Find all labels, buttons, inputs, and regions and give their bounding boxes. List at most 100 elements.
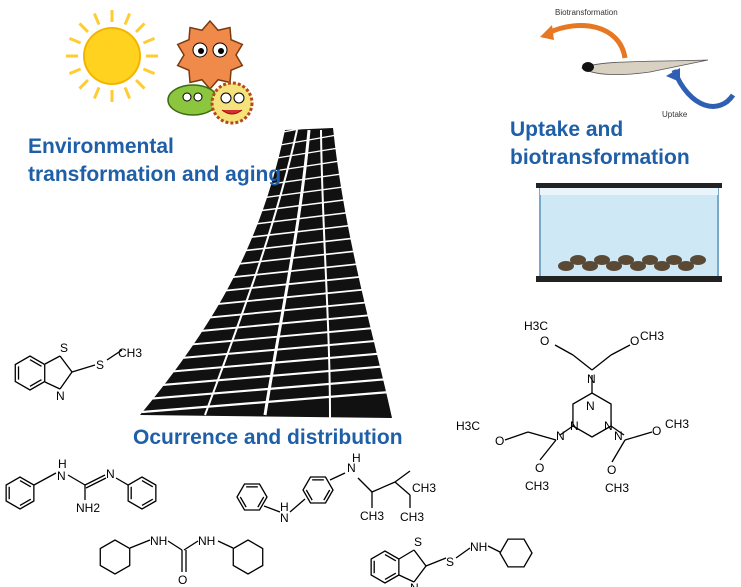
bond bbox=[384, 572, 397, 581]
bond bbox=[357, 477, 373, 493]
sun-ray bbox=[68, 67, 82, 75]
bond bbox=[624, 431, 653, 441]
title-line: Environmental bbox=[28, 135, 174, 158]
sediment-particle bbox=[618, 255, 634, 265]
bond bbox=[44, 381, 61, 390]
sediment-particle bbox=[678, 261, 694, 271]
sun-ray bbox=[93, 12, 101, 26]
eye bbox=[182, 92, 192, 102]
atom-label: NH bbox=[150, 534, 167, 548]
bond bbox=[539, 439, 557, 461]
bond bbox=[217, 540, 234, 549]
atom-label: N bbox=[347, 461, 356, 475]
bond bbox=[29, 359, 42, 367]
microbes-icon bbox=[167, 19, 254, 125]
pupil bbox=[218, 48, 224, 54]
bond bbox=[527, 431, 557, 441]
tread-gap bbox=[283, 121, 336, 133]
sun-icon bbox=[66, 10, 158, 102]
tank-base bbox=[536, 276, 722, 282]
bond bbox=[413, 549, 427, 567]
tire-track-illustration bbox=[140, 121, 392, 419]
bond bbox=[610, 344, 631, 356]
sun-ray bbox=[142, 67, 156, 75]
sediment-particle bbox=[666, 255, 682, 265]
atom-label: S bbox=[60, 341, 68, 355]
bond bbox=[167, 540, 183, 551]
bond bbox=[263, 505, 281, 513]
sun-ray bbox=[78, 22, 90, 34]
orange-microbe bbox=[176, 19, 244, 91]
atom-label: O bbox=[495, 434, 504, 448]
bond bbox=[257, 496, 265, 508]
atom-label: CH3 bbox=[360, 509, 384, 523]
atom-label: H bbox=[58, 457, 67, 471]
ring bbox=[499, 538, 533, 568]
atom-label: N bbox=[586, 399, 595, 413]
pupil bbox=[198, 48, 204, 54]
title-line: Uptake and bbox=[510, 118, 624, 141]
ring bbox=[232, 539, 264, 575]
atom-label: O bbox=[652, 424, 661, 438]
bond bbox=[398, 574, 415, 583]
atom-label: H bbox=[352, 451, 361, 465]
tread-groove bbox=[204, 129, 298, 416]
sun-ray bbox=[123, 86, 131, 100]
uptake-label: Uptake bbox=[662, 110, 688, 119]
atom-label: N bbox=[614, 429, 623, 443]
molecule-cbs: SNSNH bbox=[370, 535, 533, 587]
bond bbox=[289, 498, 306, 513]
bond bbox=[59, 371, 73, 390]
sun-ray bbox=[93, 86, 101, 100]
title-line: transformation and aging bbox=[28, 163, 282, 186]
atom-label: CH3 bbox=[412, 481, 436, 495]
ring bbox=[302, 476, 334, 504]
atom-label: H3C bbox=[456, 419, 480, 433]
bond bbox=[394, 481, 411, 496]
tread-groove bbox=[320, 129, 331, 419]
uptake-biotransformation-title: Uptake and biotransformation bbox=[510, 116, 690, 172]
bond bbox=[129, 539, 151, 549]
tank-top bbox=[540, 185, 718, 195]
sediment-particle bbox=[690, 255, 706, 265]
bond bbox=[106, 349, 123, 361]
bond bbox=[183, 540, 199, 551]
sediment-particle bbox=[630, 261, 646, 271]
ring bbox=[127, 476, 157, 510]
bond bbox=[115, 477, 129, 486]
blue-arrow bbox=[671, 69, 736, 109]
atom-label: O bbox=[607, 463, 616, 477]
atom-label: H bbox=[280, 500, 289, 514]
bond bbox=[394, 470, 411, 483]
atom-label: N bbox=[410, 581, 419, 587]
orange-arrow bbox=[546, 23, 628, 59]
atom-label: S bbox=[414, 535, 422, 549]
atom-label: CH3 bbox=[640, 329, 664, 343]
atom-label: CH3 bbox=[525, 479, 549, 493]
atom-label: N bbox=[587, 372, 596, 386]
ring bbox=[99, 539, 131, 575]
atom-label: N bbox=[556, 429, 565, 443]
atom-label: N bbox=[570, 419, 579, 433]
eye bbox=[193, 92, 203, 102]
bond bbox=[413, 565, 427, 583]
bond bbox=[504, 431, 529, 441]
bond bbox=[610, 425, 625, 436]
atom-label: NH2 bbox=[76, 501, 100, 515]
environmental-transformation-title: Environmental transformation and aging bbox=[28, 133, 281, 189]
bond bbox=[84, 474, 106, 486]
atom-label: N bbox=[57, 469, 66, 483]
atom-label: S bbox=[446, 555, 454, 569]
atom-label: NH bbox=[198, 534, 215, 548]
ring bbox=[14, 355, 46, 391]
bond bbox=[239, 496, 247, 508]
bond bbox=[44, 355, 61, 365]
bond bbox=[559, 425, 574, 436]
aquarium-tank bbox=[536, 183, 722, 282]
sediment-particle bbox=[642, 255, 658, 265]
